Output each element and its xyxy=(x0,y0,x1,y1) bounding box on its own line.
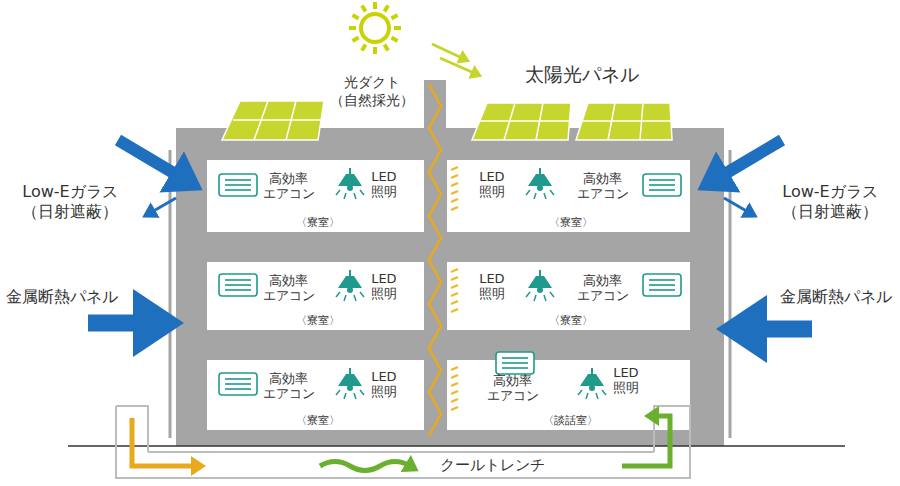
lighting-label: LED 照明 xyxy=(609,366,643,396)
room-box: 高効率 エアコン LED 照明〈談話室〉 xyxy=(447,360,690,430)
equipment-label: 高効率 エアコン xyxy=(261,372,317,402)
room-box: 高効率 エアコン LED 照明〈寮室〉 xyxy=(207,360,424,430)
room-name: 〈寮室〉 xyxy=(209,315,426,328)
room-name: 〈寮室〉 xyxy=(209,415,426,428)
lighting-label: LED 照明 xyxy=(367,370,401,400)
glass-label: Low-Eガラス （日射遮蔽） xyxy=(777,182,883,222)
room-name: 〈寮室〉 xyxy=(209,217,426,230)
panel-label: 太陽光パネル xyxy=(525,63,639,87)
lighting-label: LED 照明 xyxy=(475,272,509,302)
insulation-label: 金属断熱パネル xyxy=(780,287,892,307)
room-box: 高効率 エアコン LED 照明〈寮室〉 xyxy=(207,262,424,330)
lighting-label: LED 照明 xyxy=(367,272,401,302)
room-box: 高効率 エアコン LED 照明〈寮室〉 xyxy=(207,160,424,232)
equipment-label: 高効率 エアコン xyxy=(261,172,317,202)
trench-label: クールトレンチ xyxy=(437,456,548,475)
equipment-label: 高効率 エアコン xyxy=(485,374,541,404)
room-name: 〈寮室〉 xyxy=(449,315,692,328)
lighting-label: LED 照明 xyxy=(367,170,401,200)
room-name: 〈寮室〉 xyxy=(449,217,692,230)
equipment-label: 高効率 エアコン xyxy=(575,274,631,304)
room-box: 高効率 エアコン LED 照明〈寮室〉 xyxy=(447,262,690,330)
room-box: 高効率 エアコン LED 照明〈寮室〉 xyxy=(447,160,690,232)
lighting-label: LED 照明 xyxy=(475,170,509,200)
glass-label: Low-Eガラス （日射遮蔽） xyxy=(17,182,123,222)
insulation-label: 金属断熱パネル xyxy=(6,287,118,307)
equipment-label: 高効率 エアコン xyxy=(575,172,631,202)
duct-label: 光ダクト （自然採光） xyxy=(328,74,416,109)
room-name: 〈談話室〉 xyxy=(449,415,692,428)
equipment-label: 高効率 エアコン xyxy=(261,274,317,304)
